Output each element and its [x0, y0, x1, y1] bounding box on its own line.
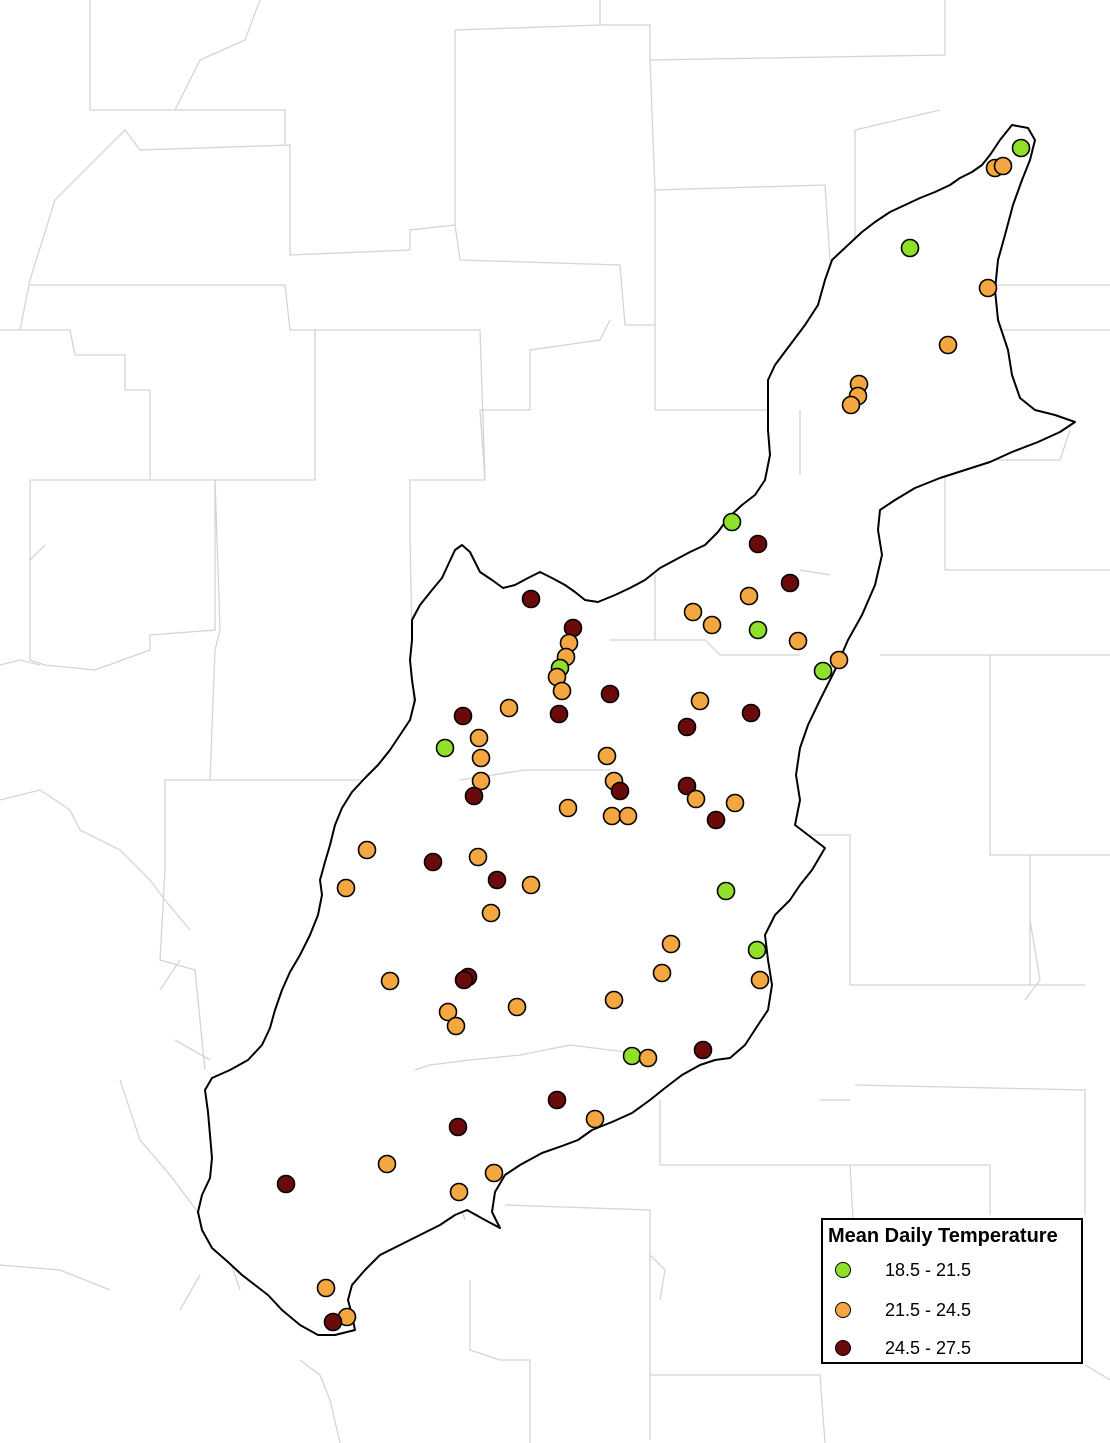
station-point-low: [622, 1046, 642, 1066]
station-point-high: [693, 1040, 713, 1060]
basin-outline: [197, 124, 1076, 1336]
legend-label-high: 24.5 - 27.5: [885, 1337, 972, 1358]
station-point-low: [435, 738, 455, 758]
station-point-mid: [484, 1163, 504, 1183]
legend-label-low: 18.5 - 21.5: [885, 1259, 972, 1280]
station-point-mid: [938, 335, 958, 355]
station-point-mid: [597, 746, 617, 766]
legend-item-high: 24.5 - 27.5: [835, 1336, 971, 1360]
legend: Mean Daily Temperature 18.5 - 21.5 21.5 …: [821, 1218, 1083, 1364]
station-point-low: [1011, 138, 1031, 158]
legend-swatch-mid: [835, 1302, 851, 1318]
station-point-mid: [604, 990, 624, 1010]
station-point-mid: [725, 793, 745, 813]
station-point-mid: [638, 1048, 658, 1068]
station-point-high: [464, 786, 484, 806]
station-points: [276, 138, 1031, 1332]
station-point-mid: [978, 278, 998, 298]
station-point-mid: [499, 698, 519, 718]
station-point-high: [780, 573, 800, 593]
station-point-high: [706, 810, 726, 830]
station-point-high: [549, 704, 569, 724]
legend-item-low: 18.5 - 21.5: [835, 1258, 971, 1282]
station-point-mid: [471, 771, 491, 791]
legend-title: Mean Daily Temperature: [828, 1225, 1058, 1247]
station-point-mid: [750, 970, 770, 990]
station-point-mid: [438, 1002, 458, 1022]
station-point-high: [748, 534, 768, 554]
station-point-mid: [558, 798, 578, 818]
station-point-mid: [336, 878, 356, 898]
station-point-high: [677, 717, 697, 737]
station-point-mid: [471, 748, 491, 768]
station-point-high: [600, 684, 620, 704]
station-point-low: [716, 881, 736, 901]
station-point-mid: [468, 847, 488, 867]
station-point-low: [900, 238, 920, 258]
station-point-mid: [841, 395, 861, 415]
station-point-high: [610, 781, 630, 801]
station-point-high: [741, 703, 761, 723]
station-point-mid: [993, 156, 1013, 176]
station-point-low: [747, 940, 767, 960]
legend-label-mid: 21.5 - 24.5: [885, 1299, 972, 1320]
station-point-mid: [357, 840, 377, 860]
station-point-high: [677, 776, 697, 796]
station-point-mid: [602, 806, 622, 826]
station-point-mid: [585, 1109, 605, 1129]
legend-swatch-high: [835, 1340, 851, 1356]
station-point-high: [547, 1090, 567, 1110]
station-point-high: [323, 1312, 343, 1332]
station-point-mid: [829, 650, 849, 670]
station-point-mid: [481, 903, 501, 923]
legend-item-mid: 21.5 - 24.5: [835, 1298, 971, 1322]
station-point-mid: [507, 997, 527, 1017]
station-point-mid: [316, 1278, 336, 1298]
station-point-mid: [446, 1016, 466, 1036]
station-point-high: [423, 852, 443, 872]
station-point-mid: [380, 971, 400, 991]
station-point-mid: [690, 691, 710, 711]
station-point-high: [454, 970, 474, 990]
station-point-mid: [377, 1154, 397, 1174]
station-point-high: [448, 1117, 468, 1137]
station-point-high: [453, 706, 473, 726]
station-point-low: [813, 661, 833, 681]
station-point-mid: [788, 631, 808, 651]
station-point-mid: [683, 602, 703, 622]
station-point-low: [748, 620, 768, 640]
station-point-mid: [702, 615, 722, 635]
station-point-high: [487, 870, 507, 890]
station-point-high: [276, 1174, 296, 1194]
legend-swatch-low: [835, 1262, 851, 1278]
station-point-mid: [739, 586, 759, 606]
station-point-mid: [449, 1182, 469, 1202]
station-point-mid: [661, 934, 681, 954]
station-point-mid: [521, 875, 541, 895]
station-point-mid: [618, 806, 638, 826]
station-point-mid: [469, 728, 489, 748]
station-point-high: [521, 589, 541, 609]
station-point-low: [722, 512, 742, 532]
station-point-mid: [652, 963, 672, 983]
station-point-mid: [686, 789, 706, 809]
station-point-mid: [552, 681, 572, 701]
